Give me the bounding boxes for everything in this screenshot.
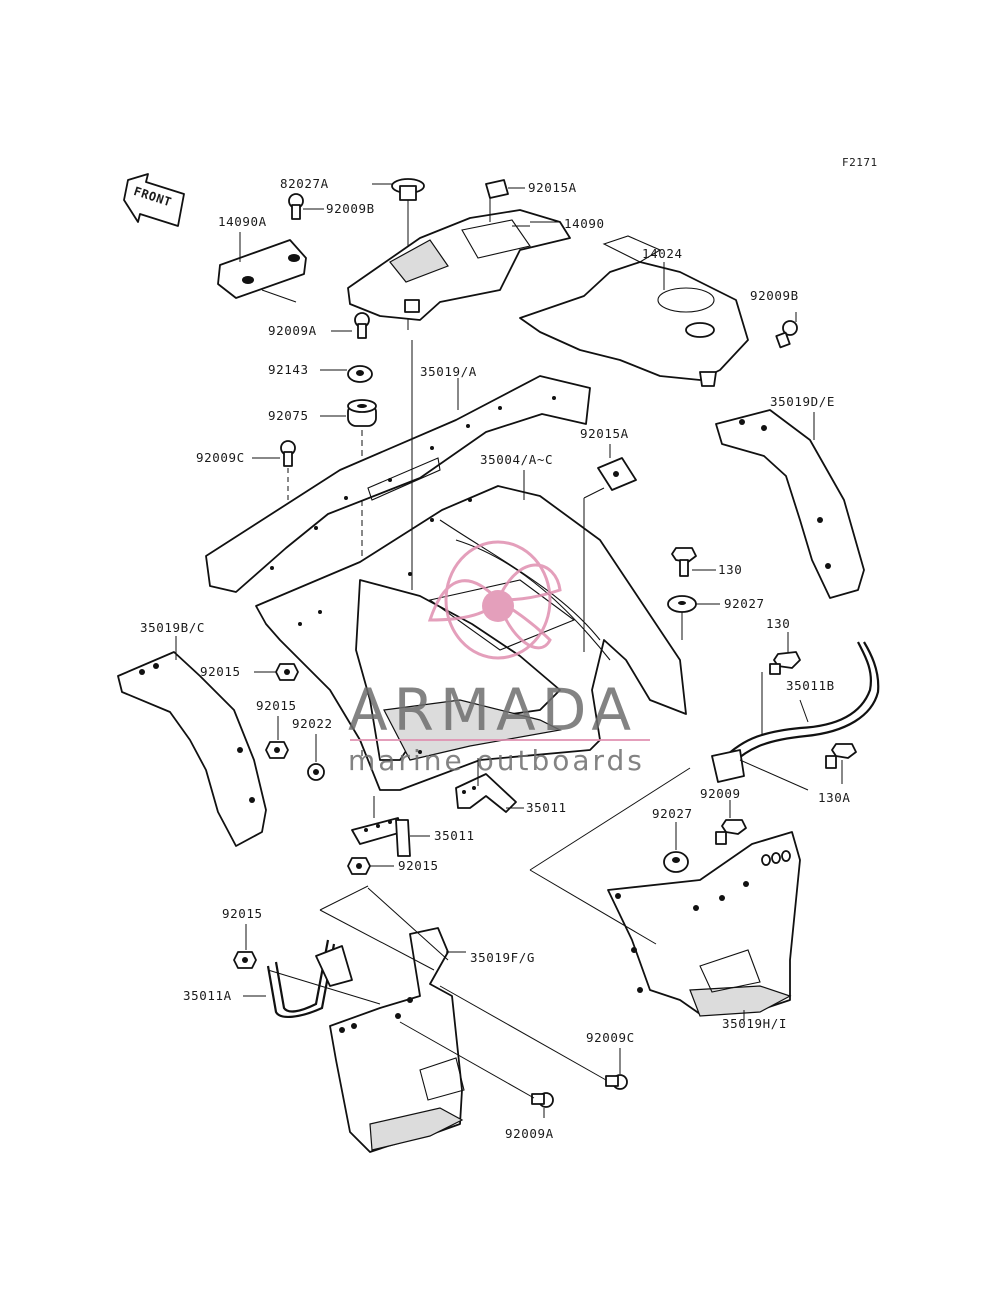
bolt-130-mid xyxy=(769,632,801,675)
label-92009B-top: 92009B xyxy=(326,201,375,216)
mudflap-35019HI xyxy=(607,831,801,1020)
label-92143: 92143 xyxy=(268,362,309,377)
bracket-35011-b xyxy=(351,796,430,857)
label-35011A: 35011A xyxy=(183,988,232,1003)
screw-92009B-right xyxy=(775,312,798,349)
watermark-tagline: marine outboards xyxy=(348,744,645,777)
label-35019DE: 35019D/E xyxy=(770,394,835,409)
clip-92015A-mid xyxy=(583,444,637,652)
nut-92015-c xyxy=(347,857,371,875)
clip-92015A-top xyxy=(485,179,509,199)
watermark: ARMADA marine outboards xyxy=(348,540,650,777)
label-92015-c: 92015 xyxy=(398,858,439,873)
label-14090: 14090 xyxy=(564,216,605,231)
screw-92009B-top xyxy=(288,193,304,220)
label-92015-d: 92015 xyxy=(222,906,263,921)
flap-35019DE xyxy=(715,409,865,599)
label-82027A: 82027A xyxy=(280,176,329,191)
label-130-mid: 130 xyxy=(766,616,790,631)
grommet-92027-low xyxy=(663,822,689,873)
label-92009C-low: 92009C xyxy=(586,1030,635,1045)
label-35011B: 35011B xyxy=(786,678,835,693)
mudflap-35019FG xyxy=(329,887,466,1153)
rear-cover-14024 xyxy=(519,235,749,387)
fender-35004 xyxy=(255,340,687,791)
label-92015A-top: 92015A xyxy=(528,180,577,195)
label-92015-a: 92015 xyxy=(200,664,241,679)
propeller-logo-icon xyxy=(427,540,562,660)
nut-92015-d xyxy=(233,924,257,969)
bolt-130-upper xyxy=(671,547,697,577)
label-35019A: 35019/A xyxy=(420,364,477,379)
front-direction-arrow: FRONT xyxy=(123,173,185,227)
label-92027-low: 92027 xyxy=(652,806,693,821)
grommet-92027-right xyxy=(667,595,697,613)
label-92009B-right: 92009B xyxy=(750,288,799,303)
screw-92009A-top xyxy=(354,312,370,339)
label-35011-a: 35011 xyxy=(526,800,567,815)
label-92009: 92009 xyxy=(700,786,741,801)
label-92015A-mid: 92015A xyxy=(580,426,629,441)
bolt-130A xyxy=(825,743,857,784)
nut-92015-b xyxy=(265,716,289,759)
label-92022: 92022 xyxy=(292,716,333,731)
bushing-92075 xyxy=(347,399,377,427)
label-14090A: 14090A xyxy=(218,214,267,229)
grommet-82027A xyxy=(391,178,425,330)
label-92027-right: 92027 xyxy=(724,596,765,611)
cover-14090 xyxy=(347,196,571,321)
panel-35019A xyxy=(205,375,591,593)
bar-35011B xyxy=(711,641,880,791)
figure-code: F2171 xyxy=(842,156,878,169)
nut-92015-a xyxy=(275,663,299,681)
label-92009C-left: 92009C xyxy=(196,450,245,465)
label-35004AC: 35004/A~C xyxy=(480,452,553,467)
label-130A: 130A xyxy=(818,790,851,805)
screw-92009C-low xyxy=(605,1048,628,1090)
label-92009A-low: 92009A xyxy=(505,1126,554,1141)
screw-92009A-low xyxy=(531,1092,554,1118)
watermark-brand: ARMADA xyxy=(348,676,637,744)
label-35019BC: 35019B/C xyxy=(140,620,205,635)
screw-92009C-left xyxy=(280,440,296,467)
label-92015-b: 92015 xyxy=(256,698,297,713)
bracket-35011-a xyxy=(455,758,524,813)
flap-35019BC xyxy=(117,636,267,847)
washer-92022 xyxy=(307,734,325,781)
bracket-35011A xyxy=(243,939,381,1018)
label-35019FG: 35019F/G xyxy=(470,950,535,965)
label-35011-b: 35011 xyxy=(434,828,475,843)
label-35019HI: 35019H/I xyxy=(722,1016,787,1031)
bracket-14090A xyxy=(217,232,307,303)
label-92075: 92075 xyxy=(268,408,309,423)
label-14024: 14024 xyxy=(642,246,683,261)
label-92009A-top: 92009A xyxy=(268,323,317,338)
bolt-92009 xyxy=(715,800,747,845)
label-130-top: 130 xyxy=(718,562,742,577)
grommet-92143 xyxy=(347,365,373,383)
